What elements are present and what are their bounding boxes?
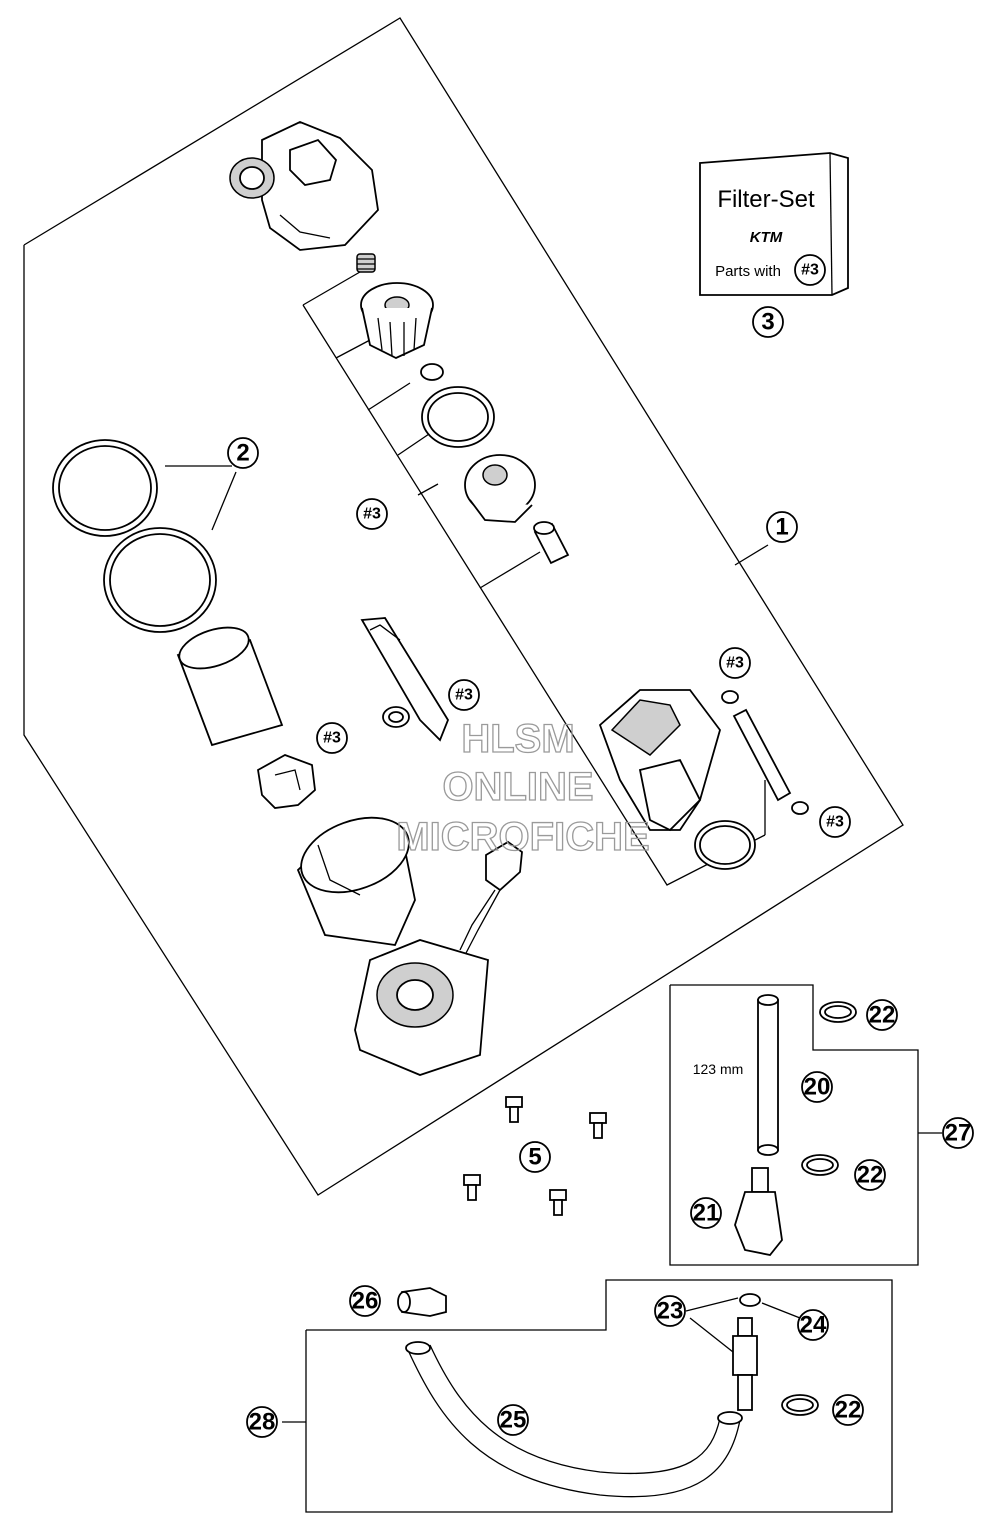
clamp-26-part (397, 1287, 447, 1317)
pump-head-part (229, 121, 379, 251)
svg-text:25: 25 (500, 1407, 527, 1434)
watermark: HLSM ONLINE MICROFICHE (396, 716, 651, 859)
callout-26[interactable]: 26 (349, 1285, 381, 1317)
bolt-2 (589, 1112, 607, 1139)
bolt-3 (463, 1174, 481, 1201)
svg-text:3: 3 (761, 309, 774, 336)
pump-housing-part (296, 816, 416, 946)
callout-28[interactable]: 28 (246, 1406, 278, 1438)
small-oring-part (420, 363, 444, 381)
svg-text:28: 28 (249, 1409, 276, 1436)
svg-text:ONLINE: ONLINE (442, 765, 593, 809)
svg-text:#3: #3 (363, 506, 381, 523)
assembly-group-outline (23, 17, 904, 1196)
svg-text:#3: #3 (826, 814, 844, 831)
callout-1[interactable]: 1 (766, 511, 798, 543)
hose-20-part (757, 994, 779, 1156)
filter-set-title: Filter-Set (717, 186, 815, 213)
svg-text:MICROFICHE: MICROFICHE (396, 815, 649, 859)
filter-element-part (360, 282, 434, 359)
pump-flange-part (354, 939, 489, 1076)
spring-part (356, 253, 376, 273)
svg-text:5: 5 (528, 1144, 541, 1171)
svg-text:#3: #3 (726, 655, 744, 672)
gasket-ring-1 (52, 439, 158, 537)
callout-22[interactable]: 23 (654, 1295, 686, 1327)
svg-text:22: 22 (857, 1162, 884, 1189)
svg-text:HLSM: HLSM (461, 717, 574, 761)
ref-tag-3-c[interactable]: #3 (316, 722, 348, 754)
quick-connector-21-part (734, 1167, 783, 1256)
bolt-4 (549, 1189, 567, 1216)
small-tube-part (533, 521, 570, 565)
connector-part (459, 840, 523, 956)
ktm-logo: KTM (750, 229, 783, 246)
cylinder-sleeve-part (176, 626, 284, 747)
filter-set-subtitle: Parts with (715, 263, 781, 280)
bolt-1 (505, 1096, 523, 1123)
fuel-pump-motor-part (598, 689, 721, 832)
svg-text:23: 23 (657, 1298, 684, 1325)
fitting-22-part (732, 1317, 758, 1411)
gasket-ring-2 (103, 527, 217, 633)
hose-clamp-24-c (781, 1394, 819, 1416)
pin-tube-part (732, 708, 792, 802)
large-oring-part (421, 386, 495, 448)
svg-text:20: 20 (804, 1074, 831, 1101)
small-ring-a (721, 690, 739, 704)
svg-text:#3: #3 (801, 262, 819, 279)
callout-25[interactable]: 25 (497, 1404, 529, 1436)
callout-20[interactable]: 20 (801, 1071, 833, 1103)
callout-3[interactable]: 3 (752, 306, 784, 338)
retainer-clip-part (257, 754, 316, 809)
svg-text:22: 22 (835, 1397, 862, 1424)
fuel-hose-25-part (405, 1341, 743, 1498)
small-ring-b (791, 801, 809, 815)
callout-24-a[interactable]: 22 (866, 999, 898, 1031)
callout-27[interactable]: 27 (942, 1117, 974, 1149)
callout-5[interactable]: 5 (519, 1141, 551, 1173)
small-clip-part (382, 706, 410, 728)
hose-clamp-24-a (819, 1001, 857, 1023)
callout-2[interactable]: 2 (227, 437, 259, 469)
ref-tag-3-e[interactable]: #3 (819, 806, 851, 838)
svg-text:24: 24 (800, 1312, 827, 1339)
svg-text:26: 26 (352, 1288, 379, 1315)
svg-text:2: 2 (236, 440, 249, 467)
svg-text:#3: #3 (455, 687, 473, 704)
strainer-screen-part (360, 617, 450, 742)
callout-23[interactable]: 24 (797, 1309, 829, 1341)
callout-21[interactable]: 21 (690, 1197, 722, 1229)
svg-text:22: 22 (869, 1002, 896, 1029)
pressure-regulator-part (464, 454, 536, 523)
filter-set-box: Filter-Set KTM Parts with #3 (699, 152, 849, 296)
dimension-label: 123 mm (693, 1061, 744, 1077)
callout-24-c[interactable]: 22 (832, 1394, 864, 1426)
svg-text:21: 21 (693, 1200, 720, 1227)
svg-text:#3: #3 (323, 730, 341, 747)
svg-text:27: 27 (945, 1120, 972, 1147)
fuel-line-group-28 (282, 1279, 893, 1513)
svg-text:1: 1 (775, 514, 788, 541)
oring-23-part (739, 1293, 761, 1307)
ref-tag-3-d[interactable]: #3 (719, 647, 751, 679)
ref-tag-3-b[interactable]: #3 (448, 679, 480, 711)
callout-24-b[interactable]: 22 (854, 1159, 886, 1191)
ref-tag-3-a[interactable]: #3 (356, 498, 388, 530)
hose-clamp-24-b (801, 1154, 839, 1176)
hose-kit-group-27 (669, 984, 942, 1266)
